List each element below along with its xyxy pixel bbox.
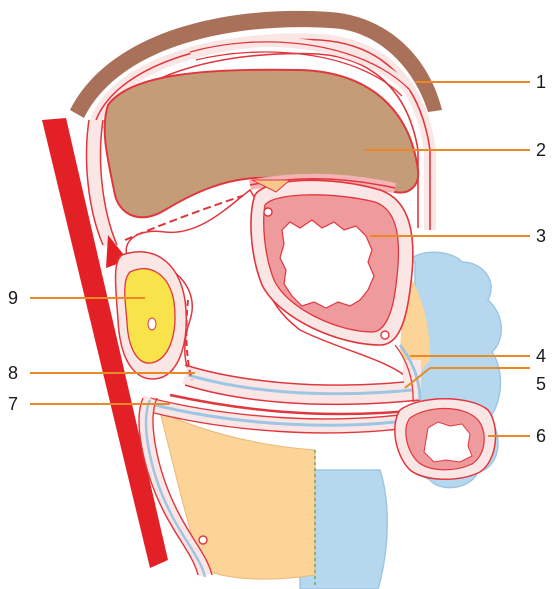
- label-2: 2: [536, 140, 546, 160]
- label-9: 9: [8, 288, 18, 308]
- label-1: 1: [536, 72, 546, 92]
- label-3: 3: [536, 226, 546, 246]
- label-8: 8: [8, 363, 18, 383]
- lower-peach-region: [160, 412, 315, 585]
- label-7: 7: [8, 394, 18, 414]
- label-5: 5: [536, 374, 546, 394]
- vessel-circle-bottom: [199, 536, 207, 544]
- label-6: 6: [536, 426, 546, 446]
- label-4: 4: [536, 346, 546, 366]
- transverse-colon: [395, 399, 496, 480]
